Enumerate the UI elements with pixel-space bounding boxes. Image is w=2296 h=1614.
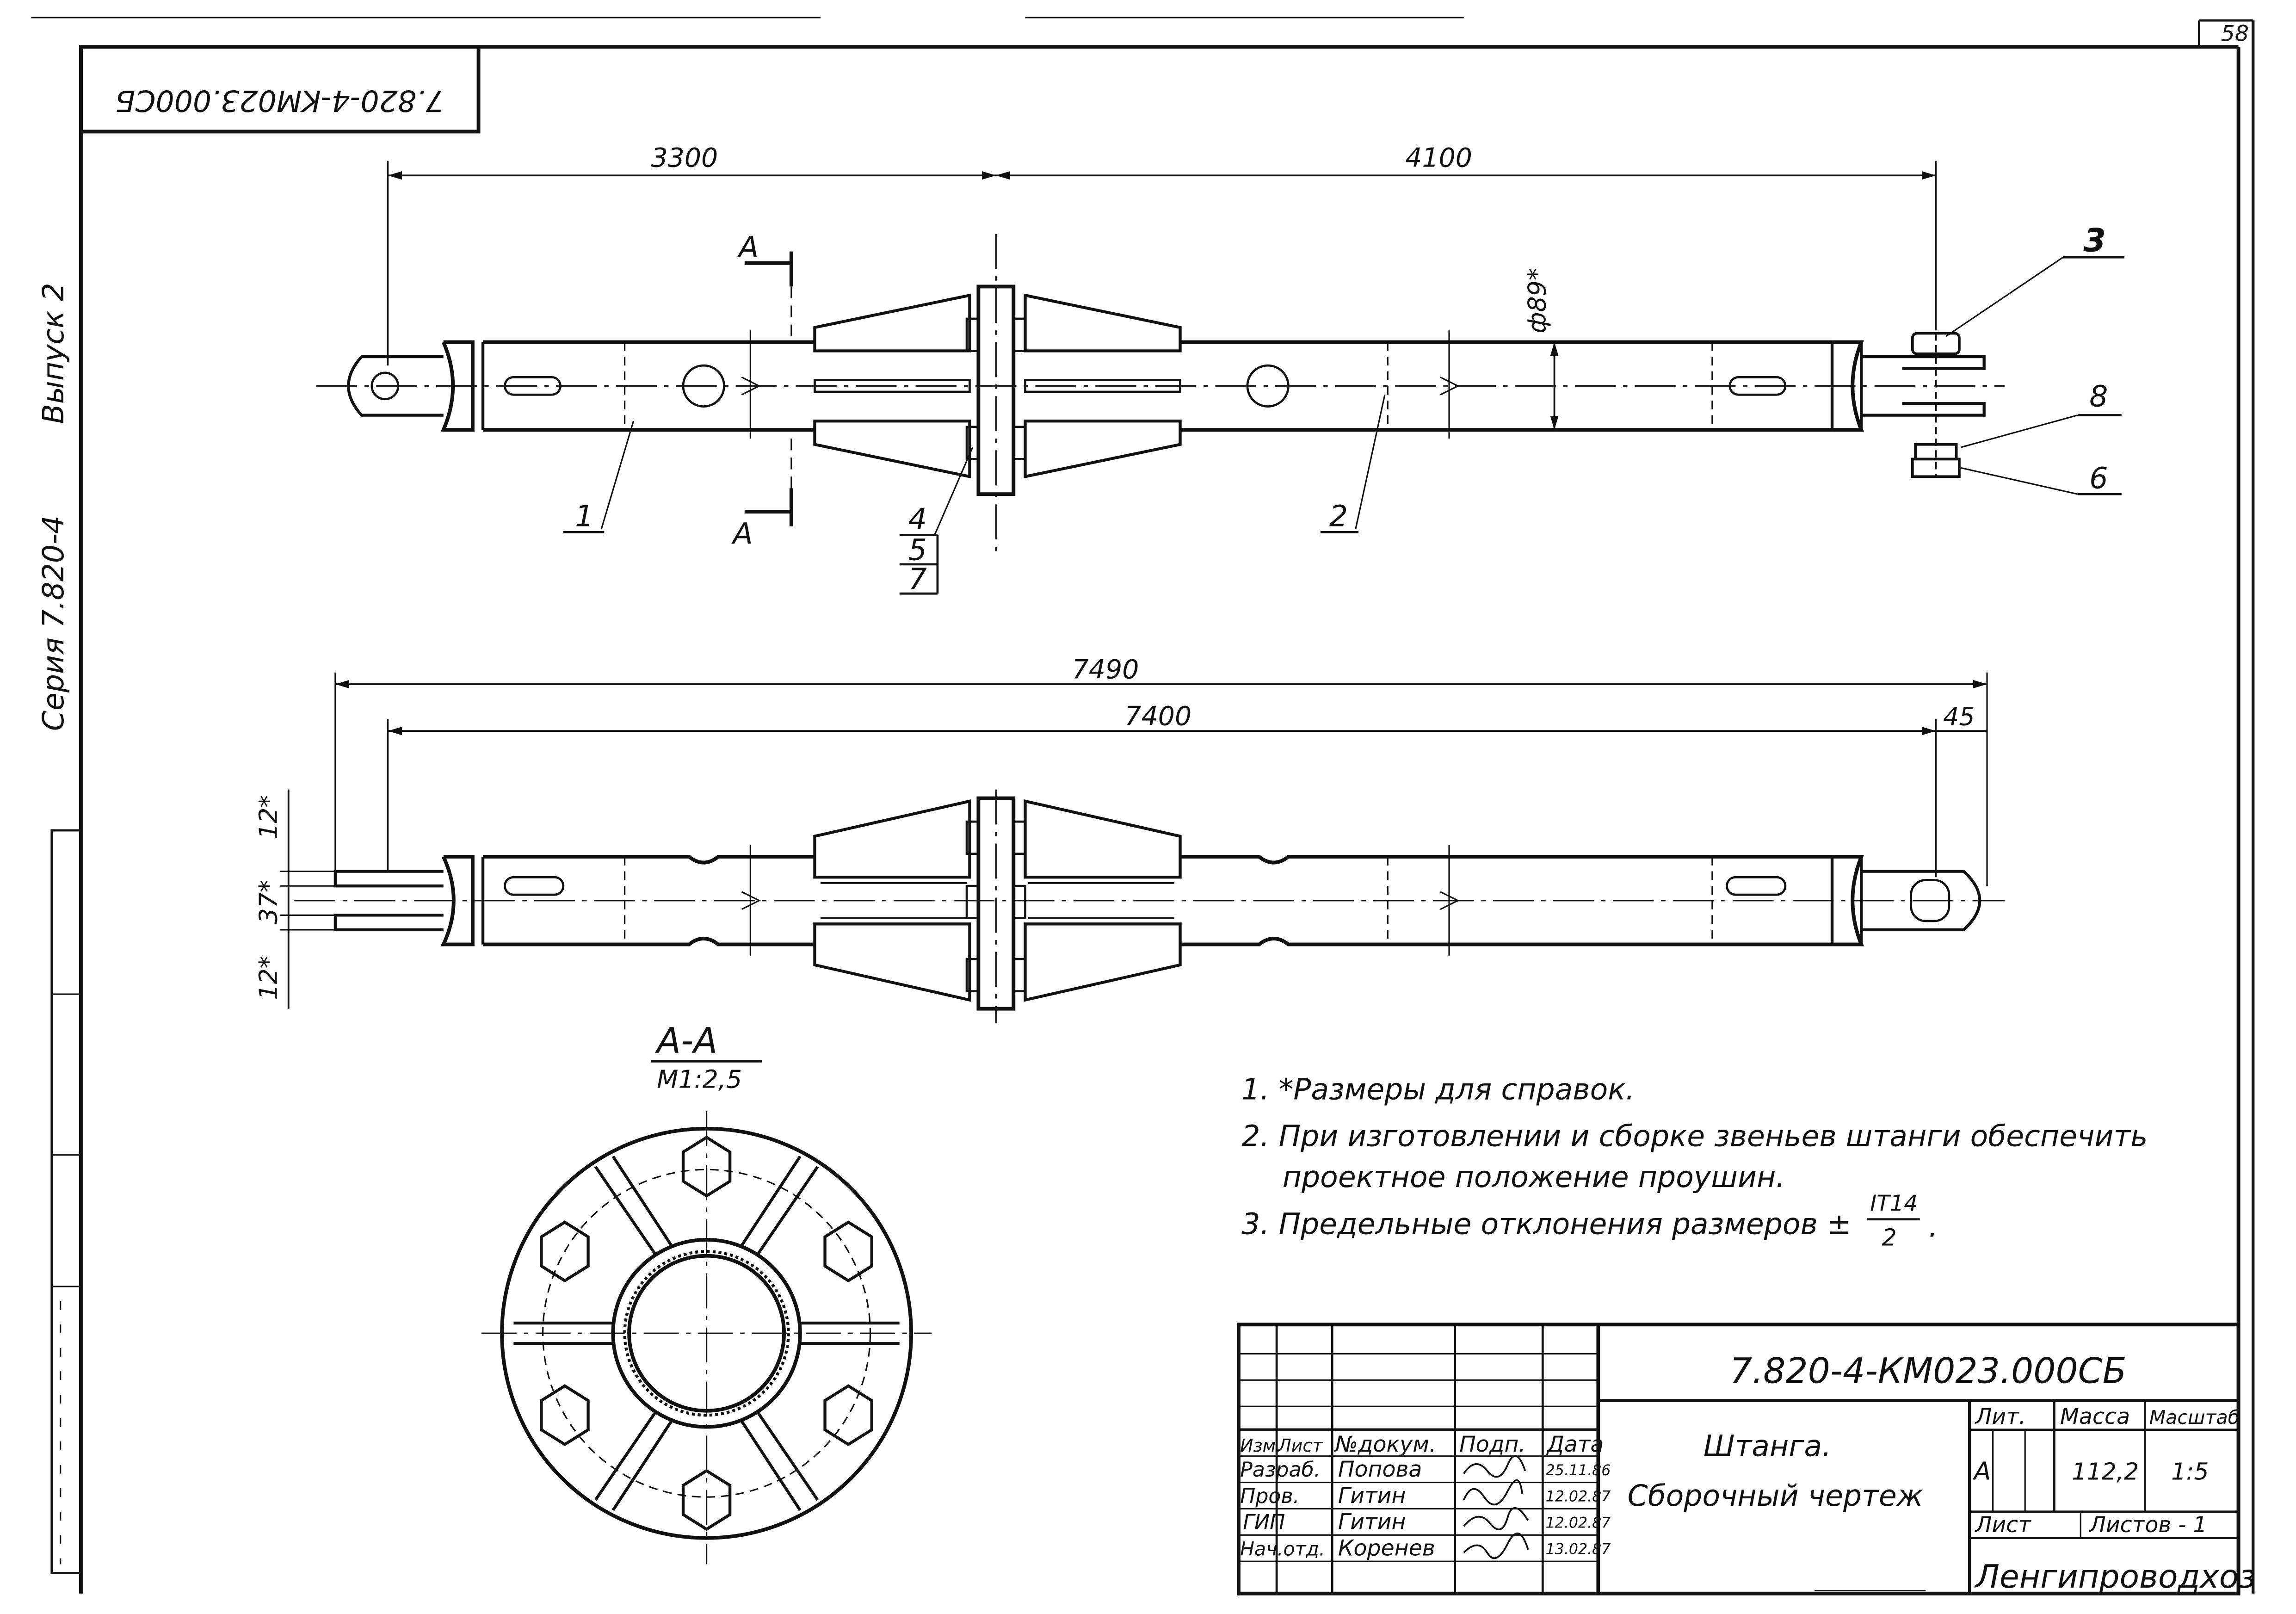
row-name-3: Гитин <box>1338 1509 1406 1535</box>
note-2-cont: проектное положение проушин. <box>1283 1160 1785 1194</box>
row-date-3: 12.02.87 <box>1546 1515 1611 1532</box>
note-3-denominator: 2 <box>1882 1224 1896 1251</box>
margin-strips <box>50 829 82 1574</box>
note-2: 2. При изготовлении и сборке звеньев шта… <box>1241 1119 2148 1153</box>
title-block-grid <box>1236 1323 2240 1595</box>
dim-7490: 7490 <box>1072 654 1139 685</box>
row-role-1: Разраб. <box>1240 1458 1321 1482</box>
margin-issue: Выпуск 2 <box>36 283 70 424</box>
title-line-1: Штанга. <box>1703 1429 1831 1463</box>
top-dimensions <box>387 161 1937 430</box>
callout-6: 6 <box>2089 461 2108 495</box>
callout-8: 8 <box>2089 379 2108 414</box>
row-role-4: Нач.отд. <box>1240 1538 1325 1560</box>
top-view <box>316 234 2005 556</box>
callout-4: 4 <box>908 502 927 536</box>
col-header-list: Лист <box>1277 1435 1323 1456</box>
scale-value: 1:5 <box>2171 1458 2209 1485</box>
side-view <box>294 789 2005 1024</box>
callout-5: 5 <box>908 532 927 567</box>
dim-12-top: 12* <box>253 795 283 839</box>
col-header-date: Дата <box>1546 1432 1604 1457</box>
section-marker-top: А <box>737 230 759 264</box>
organization: Ленгипроводхоз <box>1974 1558 2256 1595</box>
doc-code: 7.820-4-КМ023.000СБ <box>1730 1351 2127 1391</box>
dim-dia-89: ф89* <box>1523 268 1552 333</box>
row-name-4: Коренев <box>1338 1536 1435 1561</box>
row-role-2: Пров. <box>1240 1484 1300 1508</box>
callout-2: 2 <box>1329 499 1348 533</box>
row-role-3: ГИП <box>1243 1511 1285 1534</box>
row-date-4: 13.02.87 <box>1546 1541 1611 1558</box>
row-date-1: 25.11.86 <box>1546 1462 1611 1479</box>
section-scale: М1:2,5 <box>657 1064 742 1094</box>
dim-45: 45 <box>1943 702 1975 731</box>
row-date-2: 12.02.87 <box>1546 1489 1611 1505</box>
sheets-label: Листов - 1 <box>2088 1512 2207 1538</box>
note-3: 3. Предельные отклонения размеров ± <box>1241 1206 1852 1241</box>
section-title: А-А <box>654 1020 717 1061</box>
mass-value: 112,2 <box>2072 1458 2139 1485</box>
sheet-label: Лист <box>1975 1512 2031 1538</box>
mass-header: Масса <box>2060 1404 2130 1429</box>
signatures <box>1463 1455 1529 1559</box>
note-3-numerator: IT14 <box>1870 1191 1918 1216</box>
lit-value: А <box>1973 1456 1991 1485</box>
rotated-stamp-text: 7.820-4-KM023.000СБ <box>115 84 444 118</box>
callout-3: 3 <box>2084 222 2106 260</box>
dim-3300: 3300 <box>651 142 718 173</box>
sheet-number: 58 <box>2221 21 2249 46</box>
row-name-2: Гитин <box>1338 1483 1406 1509</box>
col-header-doc: №докум. <box>1334 1432 1437 1457</box>
section-marker-bottom: А <box>731 517 753 551</box>
row-name-1: Попова <box>1338 1457 1422 1482</box>
margin-series: Серия 7.820-4 <box>36 515 70 731</box>
dim-37: 37* <box>253 880 283 924</box>
dim-4100: 4100 <box>1405 142 1472 173</box>
section-a-a <box>481 1111 932 1565</box>
callout-leaders-top <box>563 256 2125 595</box>
col-header-izm: Изм. <box>1240 1435 1281 1456</box>
note-1: 1. *Размеры для справок. <box>1241 1072 1635 1107</box>
note-3-period: . <box>1929 1210 1938 1244</box>
callout-1: 1 <box>575 499 593 533</box>
col-header-sign: Подп. <box>1459 1432 1525 1457</box>
callout-7: 7 <box>908 562 927 596</box>
dim-12-bottom: 12* <box>253 956 283 1000</box>
rotated-stamp: 7.820-4-KM023.000СБ <box>79 45 481 134</box>
title-line-2: Сборочный чертеж <box>1628 1478 1923 1513</box>
lit-header: Лит. <box>1975 1404 2026 1429</box>
dim-7400: 7400 <box>1124 701 1191 732</box>
side-dimensions <box>279 672 1988 1009</box>
scale-header: Масштаб <box>2149 1406 2240 1428</box>
